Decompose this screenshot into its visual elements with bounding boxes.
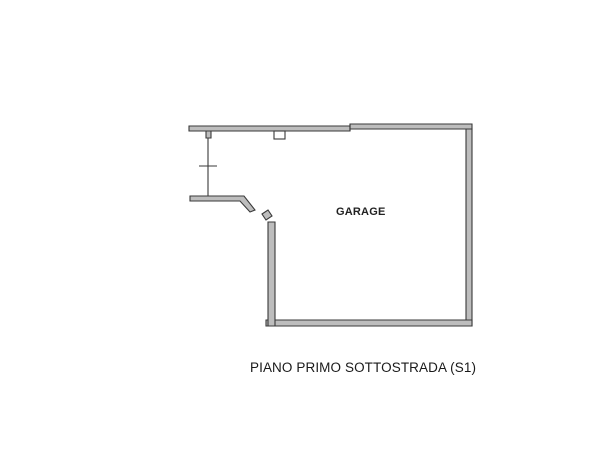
wall-right	[465, 128, 473, 327]
left-opening-marker	[199, 138, 217, 196]
wall-top-left	[188, 125, 351, 132]
wall-bottom	[265, 319, 473, 327]
walls	[188, 123, 473, 327]
wall-left-lower	[267, 221, 276, 327]
wall-left-upper	[205, 130, 212, 139]
floor-caption: PIANO PRIMO SOTTOSTRADA (S1)	[250, 360, 477, 375]
room-label-garage: GARAGE	[336, 206, 386, 218]
wall-top-right	[349, 123, 473, 130]
wall-entrance	[189, 195, 256, 213]
pillar	[273, 130, 286, 140]
wall-jamb	[261, 209, 273, 221]
